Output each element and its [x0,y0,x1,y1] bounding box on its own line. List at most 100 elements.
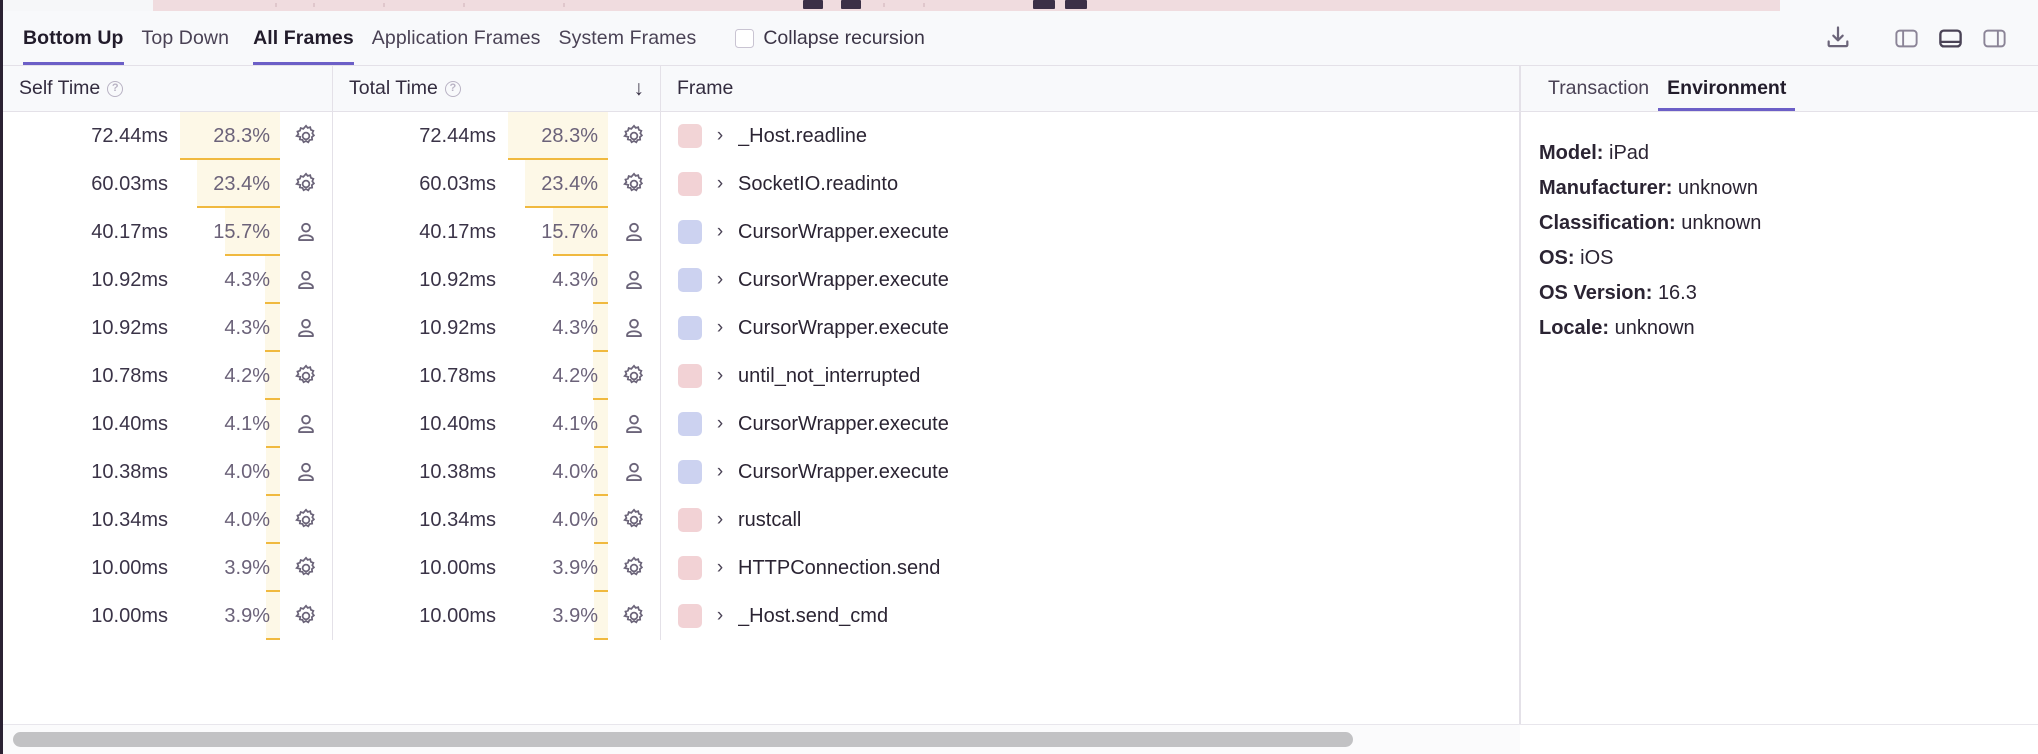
frame-cell[interactable]: ›until_not_interrupted [661,352,1519,400]
frame-kind-icon-holder[interactable] [608,256,660,304]
tab-top-down[interactable]: Top Down [133,11,239,65]
frame-kind-icon-holder[interactable] [608,208,660,256]
expand-chevron-icon[interactable]: › [716,125,724,146]
help-icon[interactable]: ? [444,80,461,97]
expand-chevron-icon[interactable]: › [716,365,724,386]
flamegraph-block[interactable] [1065,0,1087,9]
frame-kind-icon-holder[interactable] [608,544,660,592]
column-header-total-time[interactable]: Total Time ? ↓ [333,66,661,111]
tab-system-frames[interactable]: System Frames [549,11,705,65]
tab-environment[interactable]: Environment [1658,66,1796,111]
sort-descending-icon[interactable]: ↓ [633,77,645,100]
percentage-underline [264,301,280,304]
toggle-bottom-panel-button[interactable] [1928,18,1972,58]
frame-cell[interactable]: ›HTTPConnection.send [661,544,1519,592]
frame-kind-icon-holder[interactable] [280,112,332,160]
frame-kind-icon-holder[interactable] [280,304,332,352]
expand-chevron-icon[interactable]: › [716,221,724,242]
frame-kind-icon-holder[interactable] [280,544,332,592]
flamegraph-strip[interactable] [3,0,2038,11]
percentage-underline [197,205,280,208]
frame-kind-icon-holder[interactable] [608,400,660,448]
expand-chevron-icon[interactable]: › [716,461,724,482]
frame-cell[interactable]: ›SocketIO.readinto [661,160,1519,208]
duration-value: 10.78ms [91,364,168,387]
frame-cell[interactable]: ›CursorWrapper.execute [661,256,1519,304]
expand-chevron-icon[interactable]: › [716,509,724,530]
expand-chevron-icon[interactable]: › [716,317,724,338]
help-icon[interactable]: ? [107,80,124,97]
frame-kind-icon-holder[interactable] [608,592,660,640]
percentage-bar [265,496,280,544]
frame-kind-icon-holder[interactable] [608,304,660,352]
percentage-cell: 28.3% [508,112,608,160]
flamegraph-block[interactable] [803,0,823,9]
tab-bottom-up[interactable]: Bottom Up [23,11,133,65]
scrollbar-thumb[interactable] [13,732,1353,747]
user-icon [626,222,642,241]
percentage-value: 4.0% [224,460,270,483]
horizontal-scrollbar[interactable] [3,724,2038,754]
expand-chevron-icon[interactable]: › [716,605,724,626]
frame-cell[interactable]: ›_Host.readline [661,112,1519,160]
percentage-cell: 4.0% [508,448,608,496]
percentage-bar [594,592,608,640]
frame-kind-icon-holder[interactable] [280,352,332,400]
frame-kind-icon-holder[interactable] [280,592,332,640]
frame-kind-icon-holder[interactable] [280,160,332,208]
toggle-left-panel-button[interactable] [1884,18,1928,58]
frame-cell[interactable]: ›CursorWrapper.execute [661,400,1519,448]
environment-key: Locale: [1539,317,1610,339]
frame-cell[interactable]: ›CursorWrapper.execute [661,304,1519,352]
frame-kind-icon-holder[interactable] [608,352,660,400]
tab-all-frames[interactable]: All Frames [253,11,363,65]
frame-kind-icon-holder[interactable] [280,208,332,256]
frame-kind-icon-holder[interactable] [608,448,660,496]
percentage-cell: 15.7% [180,208,280,256]
frame-kind-icon-holder[interactable] [608,160,660,208]
expand-chevron-icon[interactable]: › [716,173,724,194]
frame-kind-icon-holder[interactable] [280,256,332,304]
frame-kind-icon-holder[interactable] [608,496,660,544]
column-header-frame[interactable]: Frame [661,66,1519,111]
frame-kind-icon-holder[interactable] [280,496,332,544]
frame-kind-icon-holder[interactable] [608,112,660,160]
environment-value: iPad [1609,142,1650,164]
download-button[interactable] [1816,18,1860,58]
frame-kind-icon-holder[interactable] [280,400,332,448]
frame-cell[interactable]: ›rustcall [661,496,1519,544]
frame-cell[interactable]: ›CursorWrapper.execute [661,448,1519,496]
toggle-right-panel-button[interactable] [1972,18,2016,58]
tab-application-frames[interactable]: Application Frames [363,11,550,65]
expand-chevron-icon[interactable]: › [716,557,724,578]
collapse-recursion-toggle[interactable]: Collapse recursion [735,27,925,50]
flamegraph-block[interactable] [841,0,861,9]
frame-cell[interactable]: ›CursorWrapper.execute [661,208,1519,256]
tab-transaction[interactable]: Transaction [1539,66,1658,111]
frame-kind-icon-holder[interactable] [280,448,332,496]
frame-label: Frame [677,77,734,99]
flamegraph-block[interactable] [1033,0,1055,9]
scrollbar-track[interactable] [3,725,1520,754]
expand-chevron-icon[interactable]: › [716,269,724,290]
user-icon [298,318,314,337]
expand-chevron-icon[interactable]: › [716,413,724,434]
frame-cell[interactable]: ›_Host.send_cmd [661,592,1519,640]
column-header-self-time[interactable]: Self Time ? [3,66,333,111]
collapse-recursion-checkbox[interactable] [735,28,755,48]
